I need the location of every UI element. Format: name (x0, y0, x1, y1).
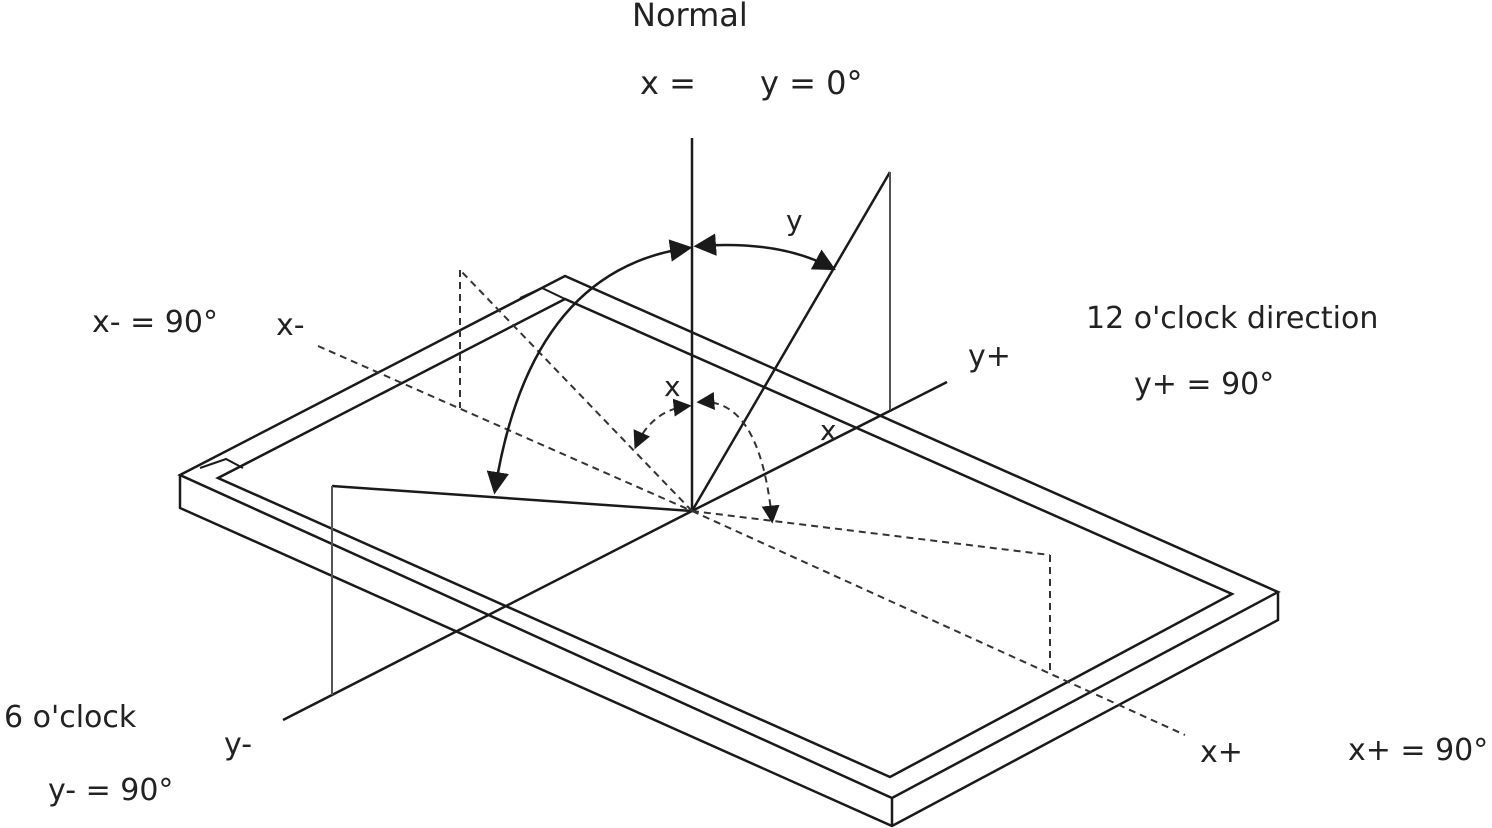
axis-x-plus (691, 510, 1186, 736)
label-angle-x-inner: x (820, 414, 837, 447)
label-normal-x: x = (640, 64, 696, 102)
view-ray-x-minus (459, 269, 693, 512)
display-panel (177, 274, 1281, 828)
label-six-oclock: 6 o'clock (4, 700, 137, 735)
view-ray-y-minus (331, 484, 693, 513)
label-angle-y: y (786, 204, 803, 237)
axis-y-minus (282, 509, 693, 722)
angle-arc-y-minus (486, 239, 693, 495)
label-x-minus: x- (276, 308, 305, 343)
label-x-plus: x+ (1200, 735, 1243, 770)
label-y-plus-eq: y+ = 90° (1134, 367, 1274, 402)
angle-arc-y (693, 233, 836, 271)
label-angle-x: x (664, 370, 681, 403)
label-normal: Normal (632, 0, 748, 34)
panel-inner-edge (215, 297, 1235, 779)
view-ray-x-plus (691, 510, 1051, 556)
panel-corner-mark-left (199, 457, 244, 469)
panel-corner-mark-back (519, 286, 566, 300)
axis-x-minus (317, 345, 693, 512)
angle-arc-x-plus (696, 392, 780, 524)
label-y-minus-eq: y- = 90° (48, 773, 173, 808)
angle-arc-x-minus (633, 398, 692, 450)
label-y-plus: y+ (968, 339, 1011, 374)
labels: Normal x = y = 0° y x x x- = 90° x- y+ 1… (4, 0, 1488, 808)
axes (282, 345, 1186, 736)
label-x-plus-eq: x+ = 90° (1348, 733, 1488, 768)
view-plane-y (331, 171, 892, 695)
label-normal-y: y = 0° (760, 64, 862, 102)
view-plane-x (459, 269, 1051, 672)
label-x-minus-eq: x- = 90° (92, 305, 218, 340)
panel-top-face (177, 274, 1281, 800)
label-y-minus: y- (224, 727, 252, 762)
label-twelve-oclock: 12 o'clock direction (1086, 301, 1378, 336)
